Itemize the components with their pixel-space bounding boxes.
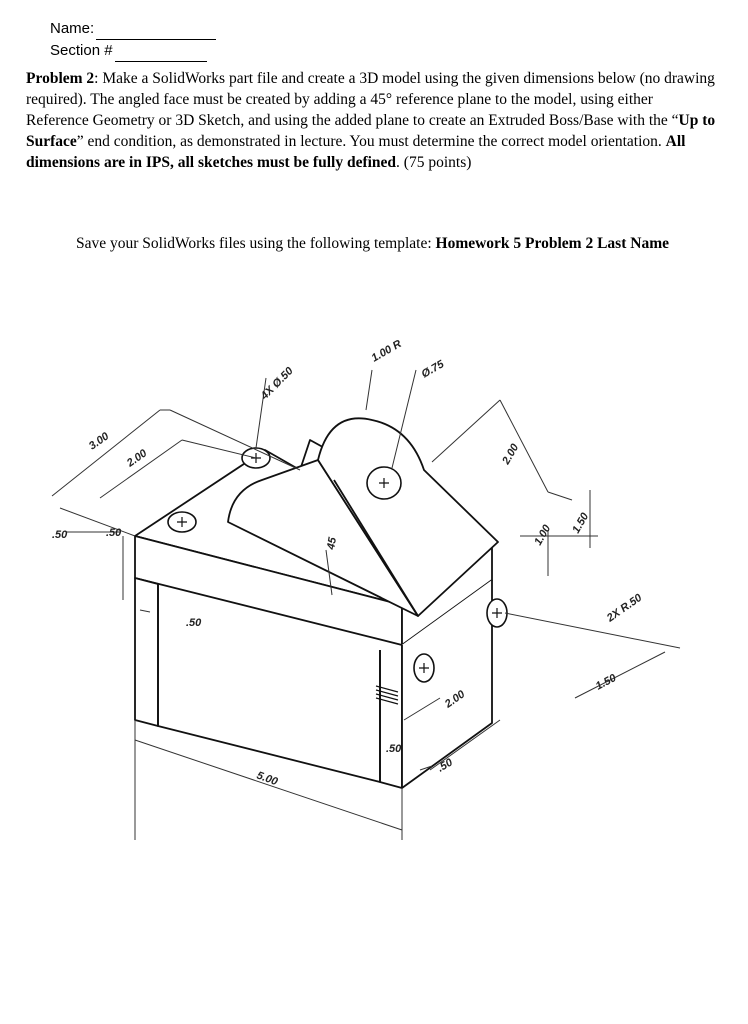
dim-1-50-horizontal: 1.50 xyxy=(594,672,619,693)
isometric-part-drawing: 3.00 2.00 .50 .50 .50 4X Ø.50 1.00 R Ø.7… xyxy=(51,338,681,840)
problem-text-1: : Make a SolidWorks part file and create… xyxy=(26,70,715,129)
leg-front-face xyxy=(134,577,159,727)
name-blank xyxy=(96,23,217,40)
triangular-rib xyxy=(227,459,419,617)
dim-1-00-r: 1.00 R xyxy=(370,338,404,365)
dim-2-00-right: 2.00 xyxy=(500,441,522,467)
dim-50-inner: .50 xyxy=(106,527,122,539)
dim-dia-75: Ø.75 xyxy=(420,358,447,381)
dim-3-00: 3.00 xyxy=(87,430,112,453)
problem-emphasis-1: Up to Surface xyxy=(26,112,716,150)
name-line: Name: xyxy=(50,18,217,40)
dim-4x-dia-50: 4X Ø.50 xyxy=(258,364,296,402)
problem-label: Problem 2 xyxy=(26,70,95,87)
hole-centers xyxy=(177,453,502,673)
name-label: Name: xyxy=(50,20,95,37)
save-instructions: Save your SolidWorks files using the fol… xyxy=(76,233,716,254)
section-blank xyxy=(114,45,207,62)
save-text: Save your SolidWorks files using the fol… xyxy=(76,235,436,252)
save-template: Homework 5 Problem 2 Last Name xyxy=(435,235,669,252)
angled-boss xyxy=(317,417,499,617)
section-line: Section # xyxy=(50,40,216,62)
leg-right-face xyxy=(401,580,493,789)
student-info-header: Name: Section # xyxy=(50,18,217,62)
problem-emphasis-2: All dimensions are in IPS, all sketches … xyxy=(26,133,686,171)
slot-hatch xyxy=(375,685,399,705)
section-label: Section # xyxy=(50,42,113,59)
dim-5-00: 5.00 xyxy=(255,770,280,789)
dim-50-slot: .50 xyxy=(386,743,402,755)
problem-statement: Problem 2: Make a SolidWorks part file a… xyxy=(26,68,716,173)
dim-50-outer: .50 xyxy=(52,529,68,541)
dim-1-00: 1.00 xyxy=(532,522,554,547)
problem-text-3: . (75 points) xyxy=(396,154,472,171)
dim-2x-r50: 2X R.50 xyxy=(604,591,645,625)
part-outline xyxy=(134,417,499,789)
dim-50-leg: .50 xyxy=(186,617,202,629)
problem-text-2: ” end condition, as demonstrated in lect… xyxy=(76,133,666,150)
dimension-lines xyxy=(51,369,681,840)
dim-45-deg: 45 xyxy=(325,536,339,552)
leg-end xyxy=(379,645,403,789)
boss-edge xyxy=(333,479,419,617)
dim-1-50-vertical: 1.50 xyxy=(570,510,592,535)
dim-2-00-left: 2.00 xyxy=(124,447,150,470)
